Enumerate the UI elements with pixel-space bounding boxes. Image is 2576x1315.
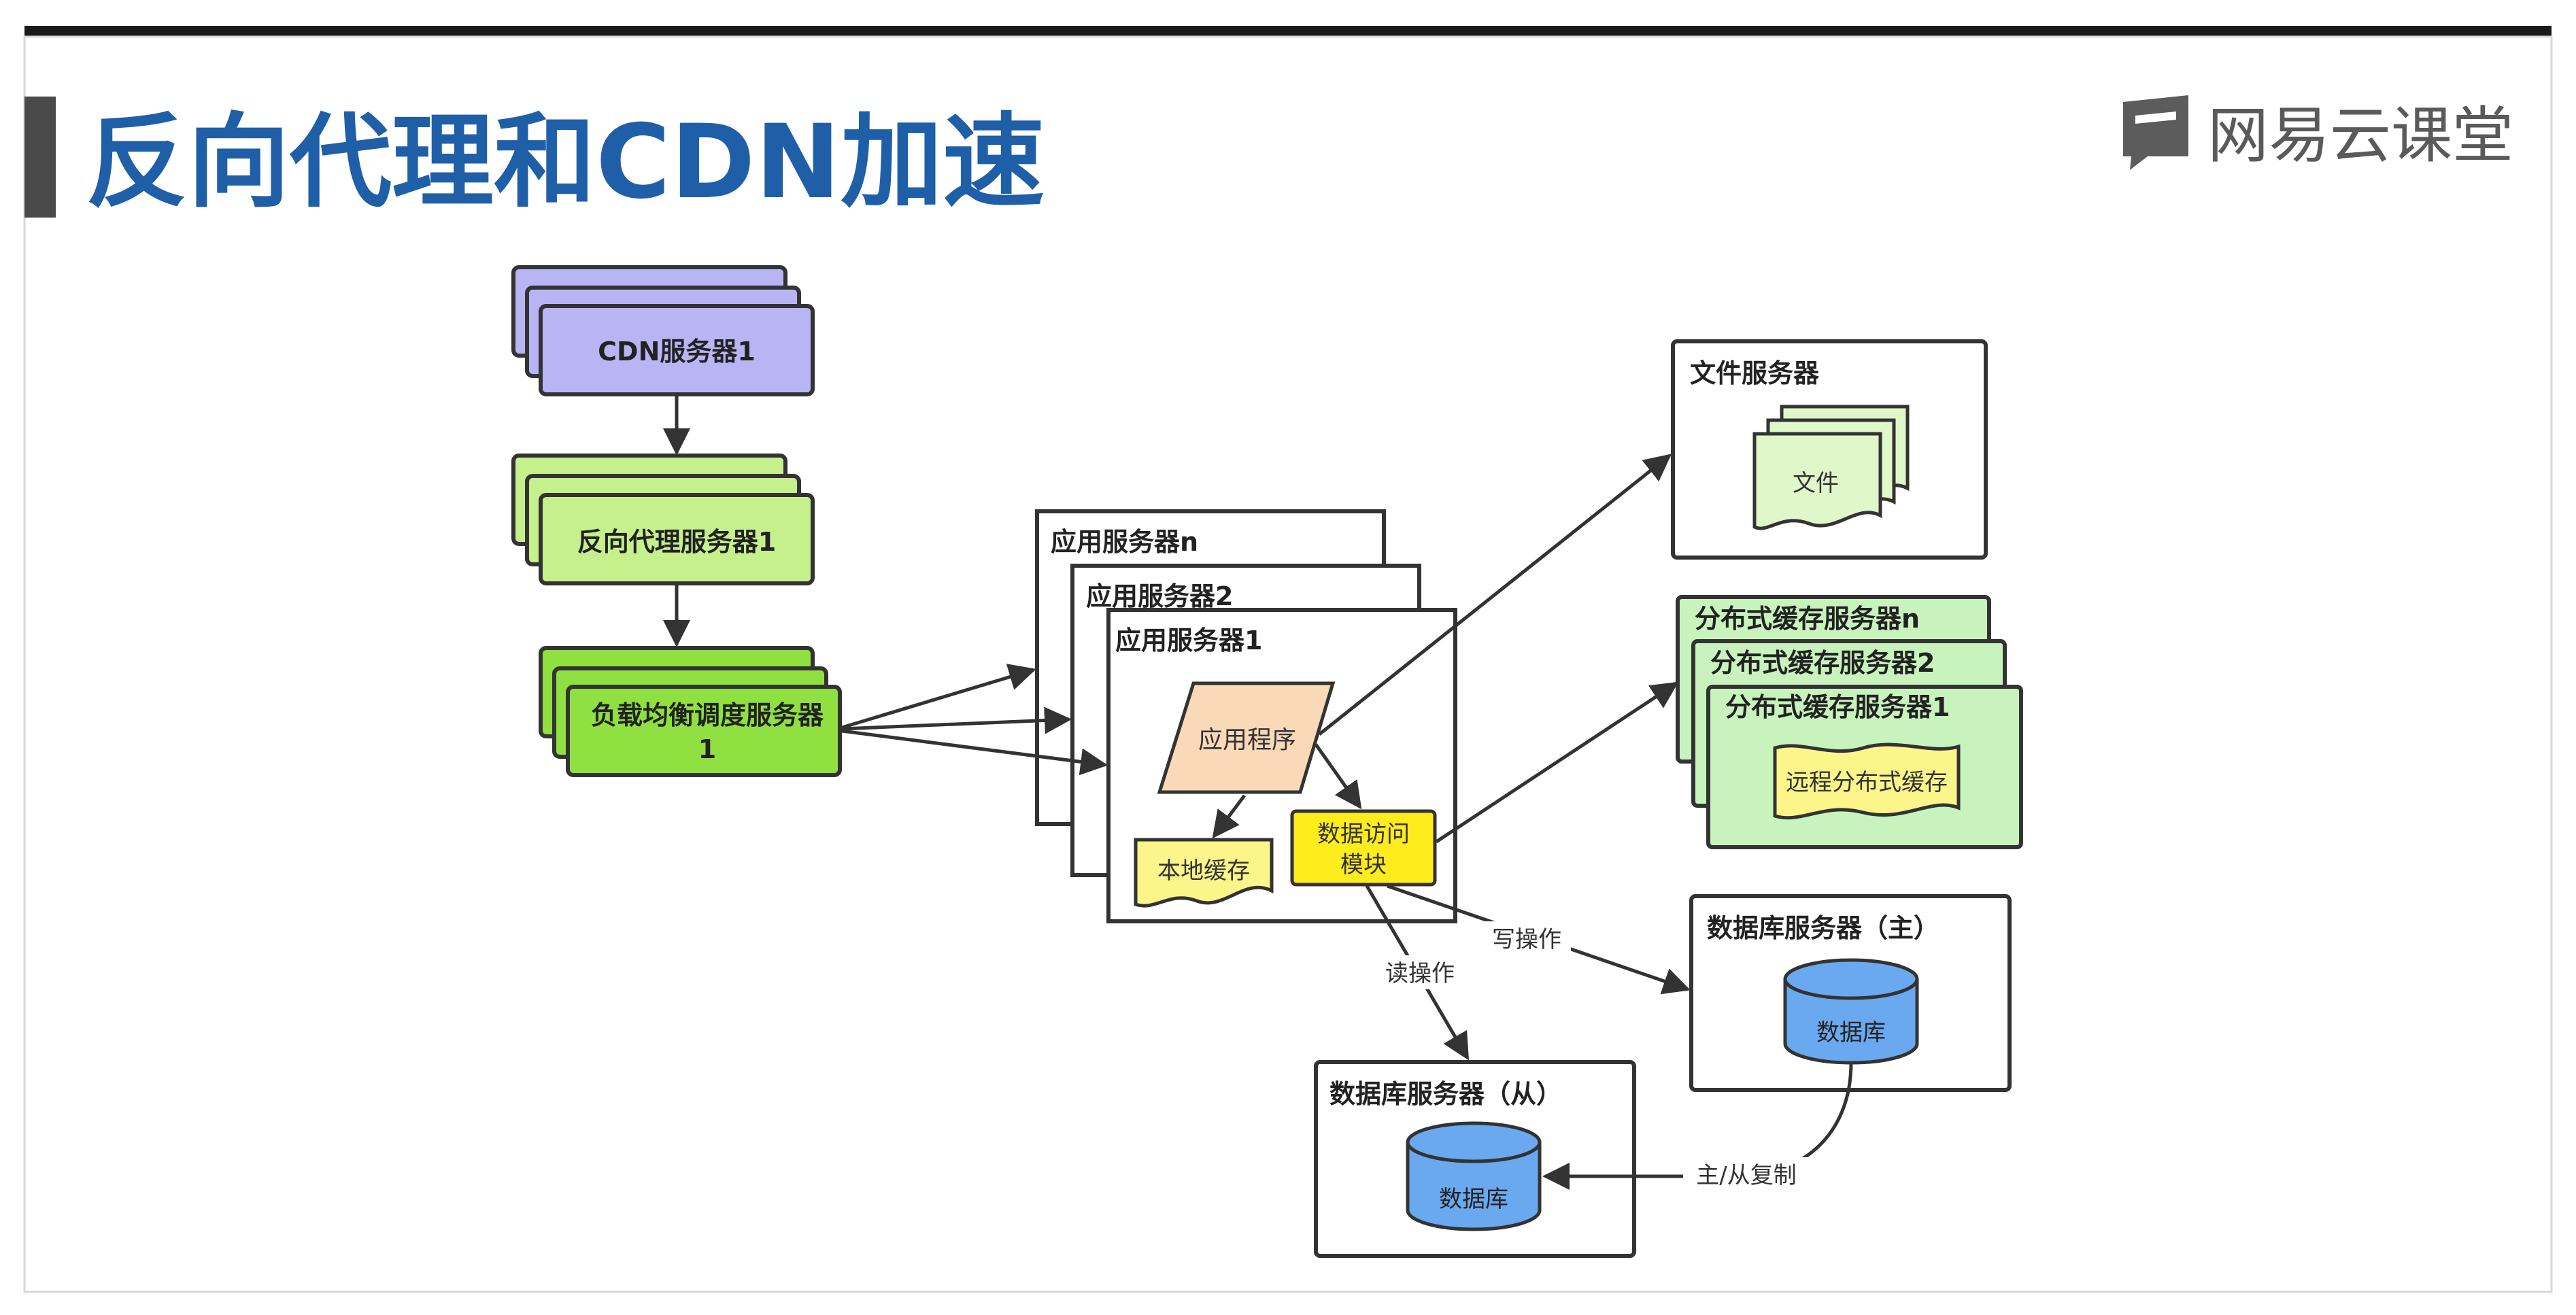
arrow-lb-to-app-2	[841, 706, 1072, 734]
slide-top-bar	[24, 26, 2552, 37]
app-server-stack: 应用服务器n 应用服务器2 应用服务器1 应用程序 数据访问 模块 本地缓存	[1035, 509, 1457, 923]
db-slave-label: 数据库服务器（从）	[1329, 1079, 1562, 1109]
brand-name: 网易云课堂	[2207, 100, 2513, 171]
app-program-label: 应用程序	[1198, 726, 1296, 754]
title-accent-bar	[24, 97, 56, 218]
arrow-program-to-data-module	[1314, 743, 1362, 810]
db-slave-cylinder-label: 数据库	[1439, 1186, 1508, 1213]
data-access-module-label-2: 模块	[1340, 851, 1387, 878]
db-slave-cylinder	[1406, 1121, 1542, 1231]
file-doc-shape	[1752, 432, 1882, 530]
data-access-module-box	[1290, 809, 1437, 887]
reverse-proxy-box	[539, 493, 815, 585]
replication-label: 主/从复制	[1696, 1162, 1796, 1189]
load-balancer-label-1: 负载均衡调度服务器	[591, 700, 824, 730]
remote-cache-label: 远程分布式缓存	[1786, 769, 1948, 796]
load-balancer-label-2: 1	[698, 734, 716, 764]
replication-label-bg	[1683, 1157, 1812, 1191]
app-server-2-label: 应用服务器2	[1086, 581, 1233, 611]
distributed-cache-stack: 分布式缓存服务器n 分布式缓存服务器2 分布式缓存服务器1 远程分布式缓存	[1676, 595, 2023, 849]
file-server: 文件服务器 文件	[1671, 339, 1988, 560]
cache-server-2-label: 分布式缓存服务器2	[1710, 648, 1935, 678]
arrow-lb-to-app-n	[841, 664, 1036, 730]
arrow-lb-to-app-1	[841, 729, 1108, 776]
app-program-shape	[1157, 681, 1336, 794]
brand-logo: 网易云课堂	[2123, 95, 2513, 171]
local-cache-label: 本地缓存	[1157, 857, 1250, 885]
reverse-proxy-label: 反向代理服务器1	[577, 527, 776, 557]
arrow-program-to-local-cache	[1212, 794, 1246, 839]
remote-cache-shape	[1773, 742, 1961, 820]
slide-title: 反向代理和CDN加速	[86, 103, 1045, 222]
load-balancer-stack: 负载均衡调度服务器 1	[539, 646, 842, 777]
db-master-label: 数据库服务器（主）	[1707, 913, 1939, 943]
load-balancer-box	[566, 685, 842, 777]
cdn-server-box	[539, 304, 815, 396]
file-server-label: 文件服务器	[1690, 358, 1820, 388]
read-label-bg	[1377, 955, 1465, 989]
db-slave-server: 数据库服务器（从） 数据库	[1314, 1060, 1636, 1258]
local-cache-shape	[1134, 838, 1274, 908]
reverse-proxy-stack: 反向代理服务器1	[511, 454, 815, 585]
write-label-bg	[1482, 921, 1571, 955]
app-server-n-label: 应用服务器n	[1051, 527, 1198, 557]
arrow-module-to-cache	[1435, 681, 1679, 844]
cache-server-n-label: 分布式缓存服务器n	[1695, 604, 1920, 634]
cache-server-1-label: 分布式缓存服务器1	[1725, 692, 1950, 722]
data-access-module-label-1: 数据访问	[1317, 821, 1410, 848]
db-master-server: 数据库服务器（主） 数据库	[1689, 894, 2012, 1092]
cdn-server-stack: CDN服务器1	[511, 265, 815, 396]
db-master-cylinder	[1783, 958, 1919, 1065]
file-label: 文件	[1793, 470, 1839, 497]
read-operation-label: 读操作	[1385, 960, 1455, 987]
cdn-server-label: CDN服务器1	[598, 337, 756, 366]
db-master-cylinder-label: 数据库	[1816, 1019, 1886, 1046]
app-server-1-label: 应用服务器1	[1115, 626, 1262, 655]
arrow-program-to-file-server	[1318, 454, 1672, 736]
write-operation-label: 写操作	[1492, 926, 1561, 953]
